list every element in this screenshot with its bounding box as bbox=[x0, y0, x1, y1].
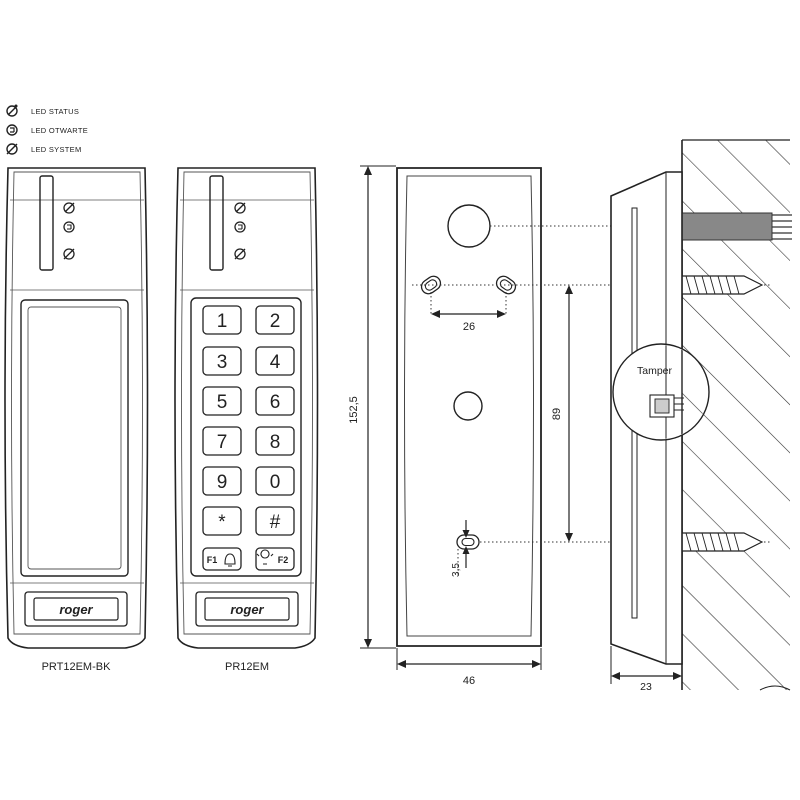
side-view: Tamper 23 bbox=[610, 139, 792, 693]
device-pr12em: 1 2 3 4 5 6 7 8 9 0 * # F1 F2 roger PR12EM bbox=[174, 167, 319, 673]
device-outer-shell bbox=[4, 167, 149, 649]
key-3[interactable] bbox=[202, 346, 242, 376]
mounting-slot-left bbox=[420, 275, 442, 295]
bulb-icon bbox=[256, 549, 274, 565]
legend-label-open: LED OTWARTE bbox=[31, 126, 88, 135]
dimension-vertical-spacing-label: 89 bbox=[551, 408, 563, 420]
key-6[interactable] bbox=[255, 386, 295, 416]
legend-label-status: LED STATUS bbox=[31, 107, 79, 116]
dimension-vertical-spacing: 89 bbox=[551, 285, 573, 542]
tamper-hole bbox=[453, 391, 483, 421]
key-5[interactable] bbox=[202, 386, 242, 416]
key-9[interactable] bbox=[202, 466, 242, 496]
brand-logo: roger bbox=[230, 602, 264, 617]
key-2[interactable] bbox=[255, 305, 295, 335]
led-system-icon bbox=[6, 143, 18, 155]
dimension-offset: 3,5 bbox=[451, 520, 470, 577]
led-status-indicator bbox=[234, 202, 246, 214]
device-label-pr12em: PR12EM bbox=[225, 661, 269, 673]
mounting-slot-right bbox=[495, 275, 517, 295]
key-label: 2 bbox=[270, 311, 281, 332]
key-label: 6 bbox=[270, 392, 281, 413]
led-status-indicator bbox=[63, 202, 75, 214]
tamper-label: Tamper bbox=[637, 365, 673, 377]
key-label: 8 bbox=[270, 432, 281, 453]
key-label: 5 bbox=[217, 392, 228, 413]
brand-plate bbox=[195, 591, 299, 627]
key-4[interactable] bbox=[255, 346, 295, 376]
led-open-icon bbox=[6, 124, 18, 136]
dimension-height-label: 152,5 bbox=[348, 396, 360, 424]
key-hash[interactable] bbox=[255, 506, 295, 536]
key-label: 9 bbox=[217, 472, 228, 493]
dimension-hole-spacing-label: 26 bbox=[463, 321, 475, 333]
card-reading-area bbox=[20, 299, 129, 577]
brand-plate bbox=[24, 591, 128, 627]
led-open-indicator bbox=[234, 221, 246, 233]
cable bbox=[681, 212, 773, 241]
legend-label-system: LED SYSTEM bbox=[31, 145, 82, 154]
bell-icon bbox=[224, 553, 236, 567]
key-8[interactable] bbox=[255, 426, 295, 456]
key-star[interactable] bbox=[202, 506, 242, 536]
keypad-area bbox=[190, 297, 302, 577]
key-label: 4 bbox=[270, 352, 281, 373]
dimension-width-label: 46 bbox=[463, 675, 475, 687]
led-system-indicator bbox=[234, 248, 246, 260]
key-1[interactable] bbox=[202, 305, 242, 335]
key-label: * bbox=[218, 512, 226, 533]
led-window bbox=[209, 175, 224, 271]
function-key-label: F2 bbox=[278, 555, 289, 565]
dimension-hole-spacing: 26 bbox=[431, 310, 506, 333]
back-plate-outline bbox=[396, 167, 542, 647]
led-window bbox=[39, 175, 54, 271]
key-label: 0 bbox=[270, 472, 281, 493]
dimension-depth-label: 23 bbox=[640, 681, 652, 693]
led-status-icon bbox=[6, 104, 18, 117]
key-7[interactable] bbox=[202, 426, 242, 456]
dimension-offset-label: 3,5 bbox=[451, 563, 462, 577]
led-system-indicator bbox=[63, 248, 75, 260]
device-label-prt12em-bk: PRT12EM-BK bbox=[42, 661, 112, 673]
keypad: 1 2 3 4 5 6 7 8 9 0 * # F1 F2 bbox=[202, 305, 295, 571]
key-label: 1 bbox=[217, 311, 228, 332]
led-open-indicator bbox=[63, 221, 75, 233]
legend: LED STATUS LED OTWARTE LED SYSTEM bbox=[6, 104, 88, 155]
device-prt12em-bk: roger PRT12EM-BK bbox=[4, 167, 149, 673]
key-label: 7 bbox=[217, 432, 228, 453]
dimension-height: 152,5 bbox=[348, 165, 396, 649]
function-key-label: F1 bbox=[207, 555, 218, 565]
key-0[interactable] bbox=[255, 466, 295, 496]
back-view: 152,5 46 26 89 3,5 bbox=[348, 165, 770, 687]
key-label: # bbox=[270, 512, 281, 533]
dimension-width: 46 bbox=[396, 648, 542, 687]
brand-logo: roger bbox=[59, 602, 93, 617]
key-label: 3 bbox=[217, 352, 228, 373]
dimension-depth: 23 bbox=[610, 646, 683, 693]
mounting-slot-bottom bbox=[456, 534, 480, 550]
